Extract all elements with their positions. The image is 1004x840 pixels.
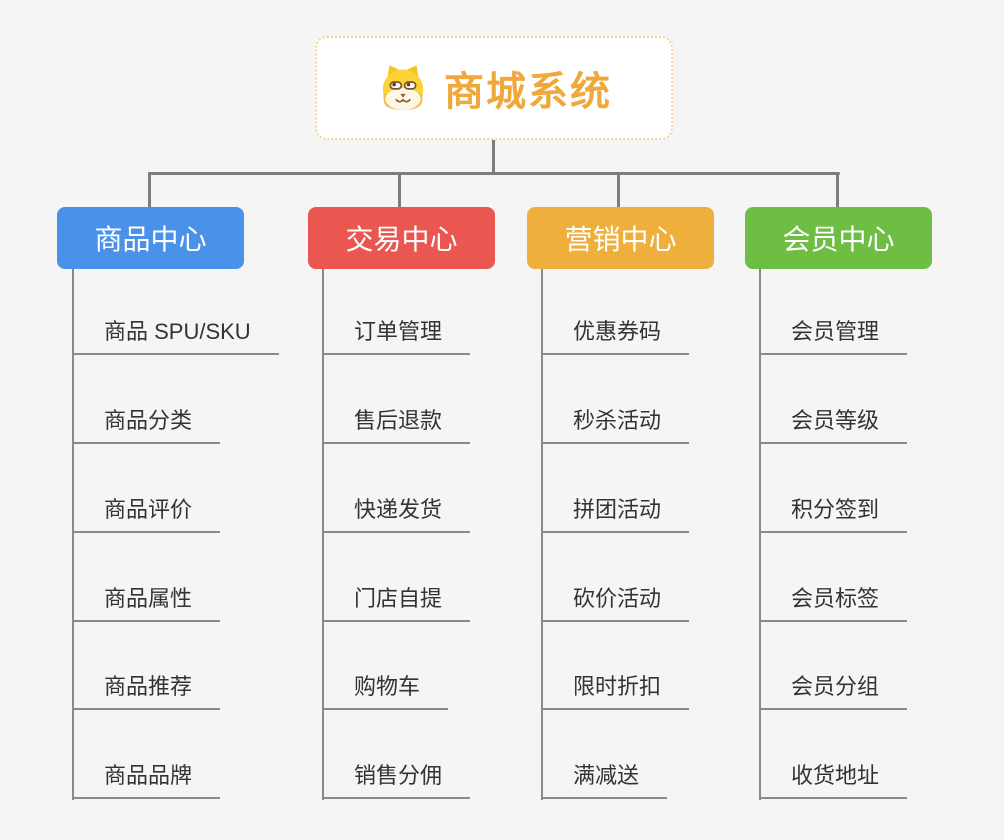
leaf-node[interactable]: 积分签到 [759,495,908,533]
leaf-node[interactable]: 销售分佣 [322,761,471,799]
leaf-node[interactable]: 会员管理 [759,317,908,355]
leaf-node[interactable]: 优惠券码 [541,317,690,355]
leaf-node[interactable]: 会员等级 [759,406,908,444]
branch-spine-3 [541,269,543,800]
branch-box-marketing-center[interactable]: 营销中心 [527,207,714,269]
leaf-node[interactable]: 订单管理 [322,317,471,355]
leaf-node[interactable]: 收货地址 [759,761,908,799]
leaf-node[interactable]: 商品品牌 [72,761,221,799]
leaf-node[interactable]: 会员标签 [759,584,908,622]
branch-spine-1 [72,269,74,800]
leaf-node[interactable]: 拼团活动 [541,495,690,533]
leaf-node[interactable]: 限时折扣 [541,672,690,710]
branch-label: 商品中心 [94,224,207,255]
leaf-node[interactable]: 快递发货 [322,495,471,533]
leaf-node[interactable]: 购物车 [322,672,449,710]
connector-drop-3 [617,172,620,208]
doge-icon [382,65,424,110]
leaf-node[interactable]: 商品属性 [72,584,221,622]
branch-label: 营销中心 [564,224,677,255]
branch-spine-4 [759,269,761,800]
leaf-node[interactable]: 秒杀活动 [541,406,690,444]
root-node[interactable]: 商城系统 [315,36,673,140]
leaf-node[interactable]: 商品推荐 [72,672,221,710]
leaf-node[interactable]: 售后退款 [322,406,471,444]
leaf-node[interactable]: 商品分类 [72,406,221,444]
connector-drop-2 [398,172,401,208]
connector-drop-1 [148,172,151,208]
connector-drop-4 [836,172,839,208]
leaf-node[interactable]: 商品评价 [72,495,221,533]
root-title: 商城系统 [444,70,612,114]
branch-spine-2 [322,269,324,800]
branch-box-product-center[interactable]: 商品中心 [57,207,244,269]
connector-horizontal [148,172,840,175]
leaf-node[interactable]: 砍价活动 [541,584,690,622]
leaf-node[interactable]: 会员分组 [759,672,908,710]
leaf-node[interactable]: 商品 SPU/SKU [72,317,279,355]
branch-box-member-center[interactable]: 会员中心 [745,207,932,269]
branch-label: 会员中心 [782,224,895,255]
leaf-node[interactable]: 门店自提 [322,584,471,622]
branch-label: 交易中心 [345,224,458,255]
branch-box-trade-center[interactable]: 交易中心 [308,207,495,269]
connector-root-stem [492,140,495,174]
leaf-node[interactable]: 满减送 [541,761,668,799]
